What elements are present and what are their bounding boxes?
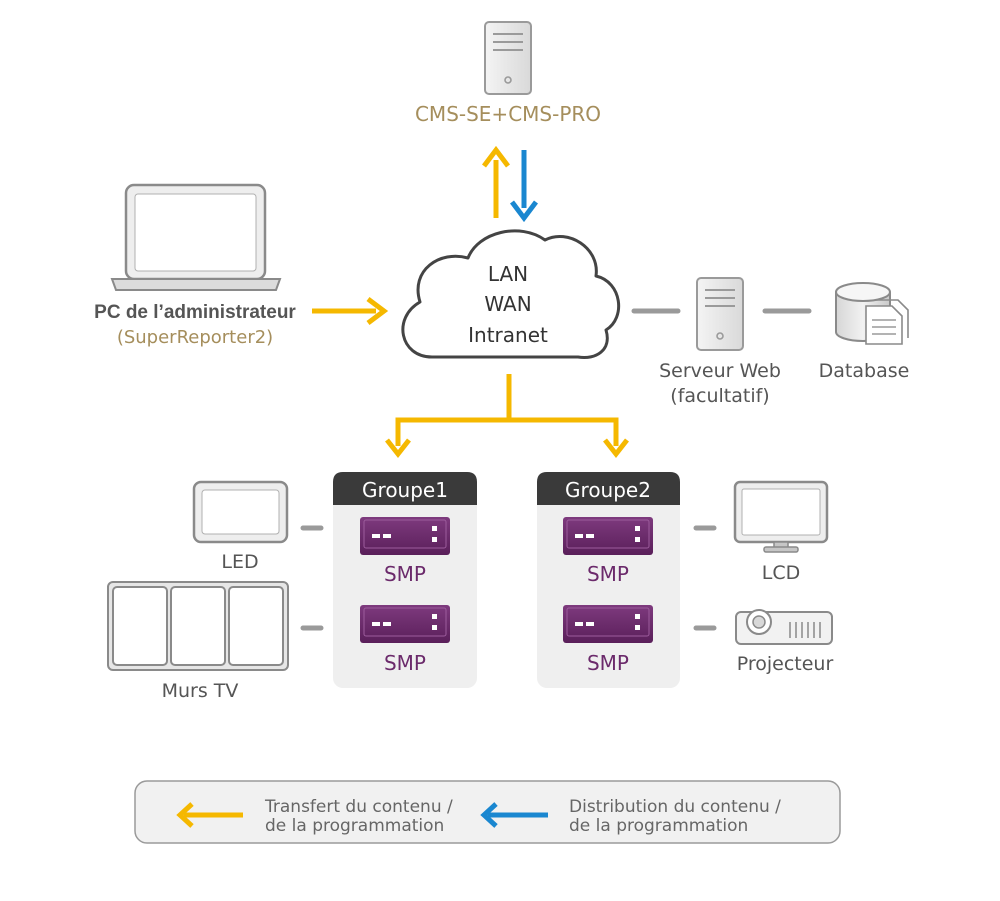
web-server-label-line2: (facultatif): [670, 385, 769, 407]
tv-wall-label: Murs TV: [162, 680, 239, 702]
legend-transfer-arrow: [176, 802, 243, 828]
network-line-lan: LAN: [488, 262, 528, 286]
smp-label: SMP: [587, 651, 629, 675]
projector-label: Projecteur: [737, 653, 834, 675]
smp-label: SMP: [384, 562, 426, 586]
group-1: Groupe1 SMP SMP: [333, 472, 477, 688]
legend-distribution-line2: de la programmation: [569, 816, 748, 836]
legend-transfer-line1: Transfert du contenu /: [264, 797, 453, 817]
monitor-icon: [733, 480, 829, 553]
laptop-icon: [110, 183, 282, 291]
legend: Transfert du contenu / de la programmati…: [134, 780, 841, 844]
led-panel-icon: [192, 480, 289, 544]
web-server-icon: [696, 277, 744, 351]
distribution-arrow-down: [510, 150, 538, 223]
smp-device-icon: [359, 516, 451, 556]
video-wall-icon: [107, 581, 289, 671]
transfer-arrow-groups: [385, 374, 629, 459]
legend-transfer-line2: de la programmation: [265, 816, 444, 836]
transfer-arrow-up: [482, 145, 510, 218]
admin-pc-label: PC de l’administrateur: [94, 302, 296, 323]
admin-pc-sublabel: (SuperReporter2): [117, 327, 273, 348]
smp-label: SMP: [587, 562, 629, 586]
legend-distribution-line1: Distribution du contenu /: [569, 797, 781, 817]
transfer-arrow-admin: [312, 297, 389, 325]
smp-device-icon: [359, 604, 451, 644]
projector-icon: [735, 609, 833, 645]
group-2: Groupe2 SMP SMP: [537, 472, 680, 688]
database-icon: [835, 282, 909, 345]
database-label: Database: [819, 360, 910, 382]
group-2-title: Groupe2: [565, 478, 651, 502]
smp-label: SMP: [384, 651, 426, 675]
network-line-wan: WAN: [484, 292, 531, 316]
cms-server-label: CMS-SE+CMS-PRO: [415, 102, 601, 126]
cloud-icon: [401, 229, 621, 360]
web-server-label-line1: Serveur Web: [659, 360, 781, 382]
cms-server-icon: [484, 21, 532, 95]
led-label: LED: [221, 551, 258, 573]
smp-device-icon: [562, 604, 654, 644]
legend-distribution-arrow: [480, 802, 548, 828]
smp-device-icon: [562, 516, 654, 556]
group-1-title: Groupe1: [362, 478, 448, 502]
lcd-label: LCD: [762, 562, 800, 584]
network-line-intranet: Intranet: [468, 323, 548, 347]
